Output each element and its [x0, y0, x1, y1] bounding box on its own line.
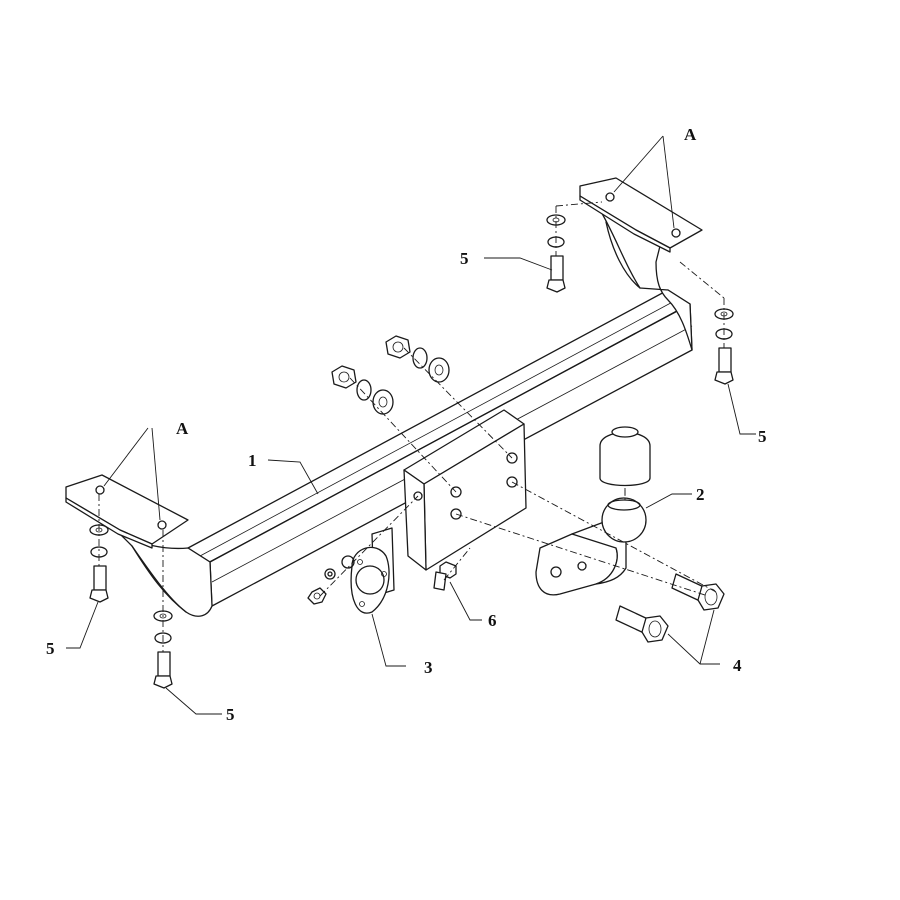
socket-plate [307, 527, 395, 614]
label-part-5-left: 5 [46, 639, 55, 658]
bolt-stack-right-rear [714, 308, 734, 385]
bolt-stack-left-rear [153, 610, 173, 689]
label-part-6: 6 [488, 611, 497, 630]
label-part-3: 3 [424, 658, 433, 677]
label-part-4: 4 [733, 656, 742, 675]
label-part-5-right: 5 [758, 427, 767, 446]
label-part-1: 1 [248, 451, 257, 470]
label-mount-a-left: A [176, 419, 189, 438]
ball-mount-bolts [615, 573, 725, 643]
tow-ball-assembly [535, 426, 651, 596]
callout-labels: 1 2 3 4 6 5 5 5 5 A A [46, 125, 767, 724]
center-receiver-block [403, 409, 527, 571]
label-part-5-bottom: 5 [226, 705, 235, 724]
right-mounting-bracket [579, 177, 703, 351]
left-mounting-bracket [65, 474, 213, 617]
center-nuts-washers [331, 335, 450, 415]
label-mount-a-right: A [684, 125, 697, 144]
label-part-2: 2 [696, 485, 705, 504]
assembly-center-lines [98, 201, 725, 652]
small-bolt [433, 561, 457, 591]
bolt-stack-left-front [89, 524, 109, 603]
label-part-5-top: 5 [460, 249, 469, 268]
leader-lines [66, 135, 756, 715]
